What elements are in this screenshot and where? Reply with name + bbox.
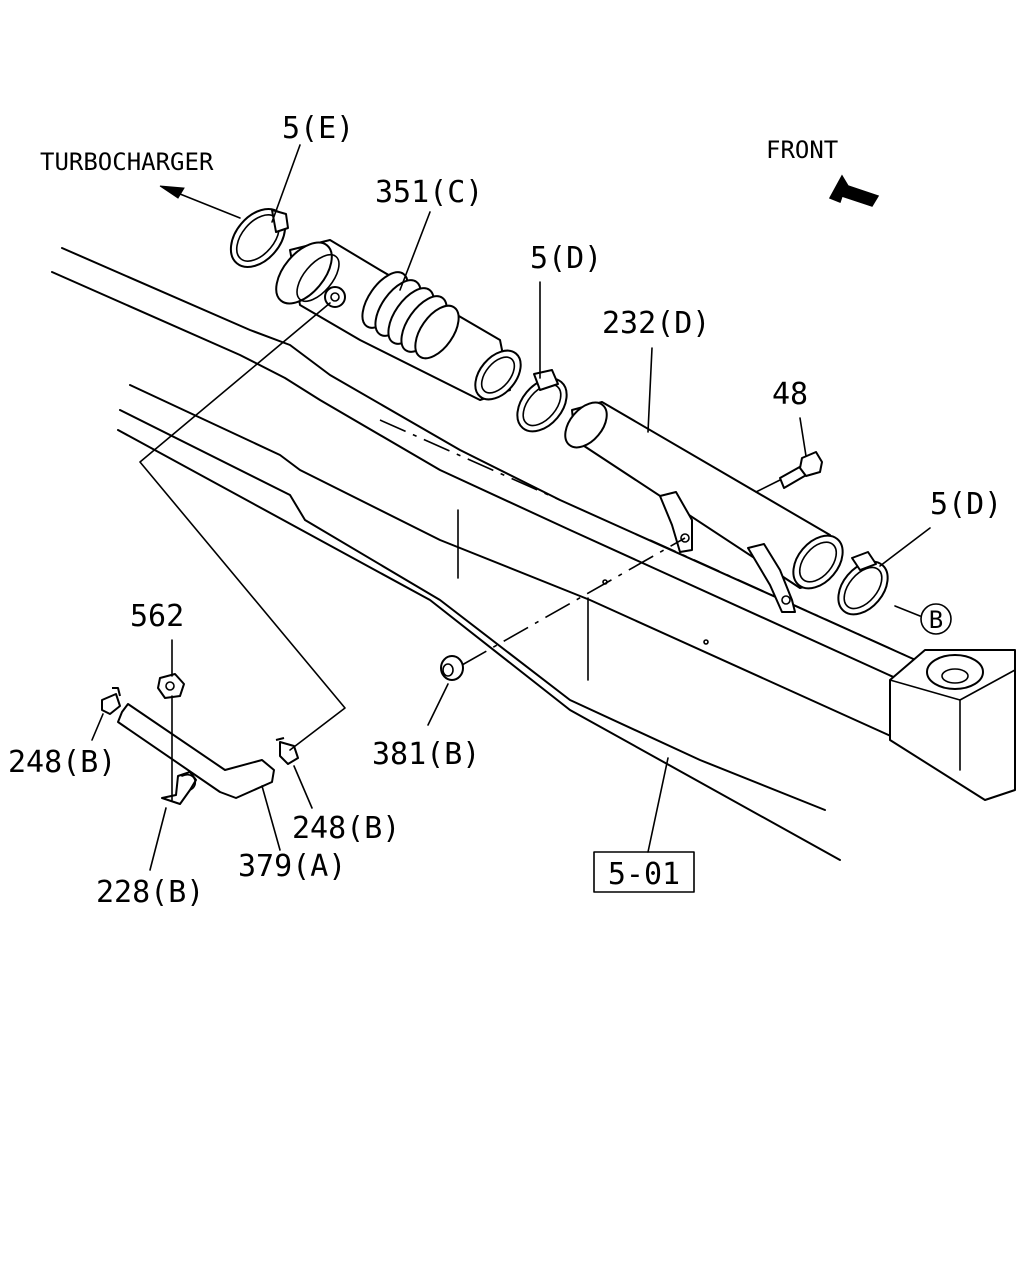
callout-hose-379: 379(A)	[238, 849, 346, 884]
drain-hose-assembly	[101, 673, 299, 805]
callout-grommet-381: 381(B)	[372, 737, 480, 772]
callout-clamp-5e: 5(E)	[282, 111, 354, 146]
hose-clamp-5e	[229, 208, 289, 268]
callout-clamp-5d-upper: 5(D)	[530, 241, 602, 276]
frame-reference-label: 5-01	[608, 857, 680, 892]
callout-pipe-232: 232(D)	[602, 306, 710, 341]
ref-b-marker: B	[920, 603, 952, 635]
callout-clamp-5d-right: 5(D)	[930, 487, 1002, 522]
intake-pipe-232	[564, 401, 844, 613]
leader-lines	[91, 144, 931, 871]
intake-hose-351	[275, 239, 522, 401]
callout-clip-248-right: 248(B)	[292, 811, 400, 846]
turbocharger-label: TURBOCHARGER	[40, 148, 214, 176]
reservoir-tank	[889, 649, 1016, 801]
bellows-ribs	[361, 271, 460, 360]
grommet-leader-dash	[461, 537, 686, 666]
callout-nut-562: 562	[130, 599, 184, 634]
grommet-381	[440, 655, 464, 681]
bolt-48	[779, 451, 823, 489]
callout-clip-248-left: 248(B)	[8, 745, 116, 780]
turbocharger-direction-arrow-icon	[159, 185, 241, 219]
callout-bracket-228: 228(B)	[96, 875, 204, 910]
hose-clamp-5d-right	[837, 551, 889, 616]
frame-rails	[51, 247, 1011, 861]
callout-bolt-48: 48	[772, 377, 808, 412]
ref-b-letter: B	[929, 606, 943, 634]
frame-reference-box: 5-01	[593, 851, 695, 893]
front-arrow-icon	[828, 174, 880, 207]
callout-hose-351: 351(C)	[375, 175, 483, 210]
front-label: FRONT	[766, 136, 838, 164]
